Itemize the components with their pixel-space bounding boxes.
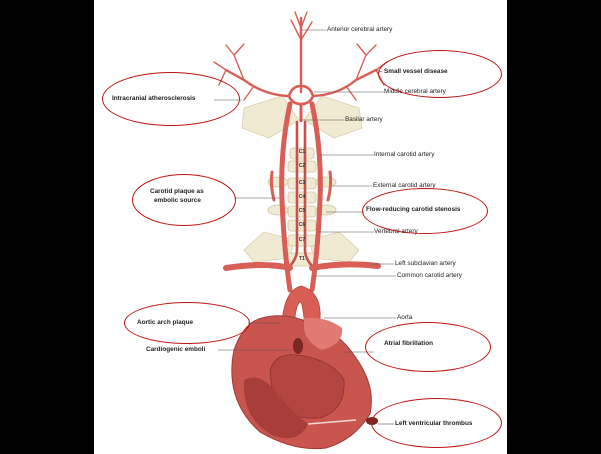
highlight-aortic-arch [124,302,250,344]
label-common-carotid: Common carotid artery [397,273,462,279]
vertebra-label: C3 [295,181,309,186]
label-basilar: Basilar artery [345,117,383,123]
highlight-carotid-plaque [132,174,236,226]
vertebra-label: C1 [295,150,309,155]
vertebra-label: C4 [295,195,309,200]
label-internal-carotid: Internal carotid artery [374,152,434,158]
highlight-intracranial [102,72,240,126]
figure-panel: C1 C2 C3 C4 C5 C6 C7 T1 Anterior cerebra… [94,0,507,454]
label-anterior-cerebral: Anterior cerebral artery [327,27,392,33]
highlight-atrial-fib [365,322,491,372]
vertebra-label: C2 [295,164,309,169]
label-cardiogenic: Cardiogenic emboli [146,347,205,353]
highlight-small-vessel [378,50,502,98]
highlight-lv-thrombus [371,398,502,448]
highlight-flow-reducing [362,188,488,234]
label-aorta: Aorta [397,315,412,321]
vertebra-label: C7 [295,238,309,243]
vertebra-label: C5 [295,209,309,214]
label-left-subclavian: Left subclavian artery [395,261,456,267]
heart [232,316,378,449]
vertebra-label: C6 [295,223,309,228]
vertebra-label: T1 [295,257,309,262]
